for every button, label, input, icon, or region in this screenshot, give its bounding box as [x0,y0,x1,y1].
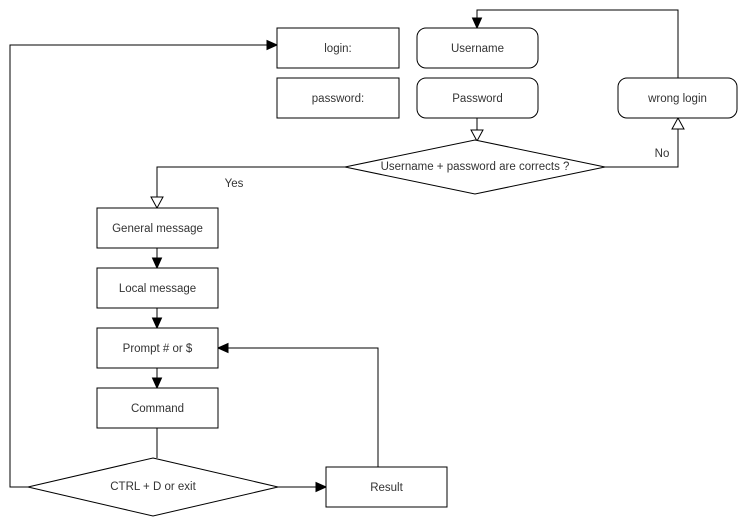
node-password[interactable]: Password [416,77,539,119]
node-command[interactable]: Command [96,387,219,429]
node-username[interactable]: Username [416,27,539,69]
edge-result-to-prompt [216,342,379,467]
edge-wronglogin-to-username [471,9,679,78]
node-prompt[interactable]: Prompt # or $ [96,327,219,369]
node-credentials-check[interactable]: Username + password are corrects ? [344,139,606,195]
node-wrong-login-label: wrong login [647,93,707,105]
node-general-message[interactable]: General message [96,207,219,249]
node-local-message[interactable]: Local message [96,267,219,309]
edge-exit-check-to-result [278,481,328,493]
node-exit-check-label: CTRL + D or exit [110,481,196,493]
edge-label-no: No [655,148,670,160]
edge-check-no-to-wronglogin [605,116,685,168]
edge-local-to-prompt [151,308,163,330]
node-general-message-label: General message [112,223,203,235]
node-result[interactable]: Result [325,466,448,508]
edge-general-to-local [151,248,163,270]
node-command-label: Command [131,403,184,415]
edge-prompt-to-command [151,368,163,390]
node-local-message-label: Local message [119,283,196,295]
node-prompt-label: Prompt # or $ [123,343,193,355]
node-wrong-login[interactable]: wrong login [617,77,738,119]
node-login-prompt-label: login: [324,43,352,55]
edge-exit-to-login [9,39,279,488]
node-username-label: Username [451,43,504,55]
node-password-prompt[interactable]: password: [276,77,400,119]
node-login-prompt[interactable]: login: [276,27,400,69]
node-result-label: Result [370,482,403,494]
edge-password-to-check [470,118,484,143]
node-password-prompt-label: password: [312,93,364,105]
node-password-label: Password [452,93,503,105]
edge-check-yes-to-general-message [150,166,345,210]
edge-label-yes: Yes [225,178,244,190]
node-exit-check[interactable]: CTRL + D or exit [27,457,279,517]
node-credentials-check-label: Username + password are corrects ? [381,161,570,173]
